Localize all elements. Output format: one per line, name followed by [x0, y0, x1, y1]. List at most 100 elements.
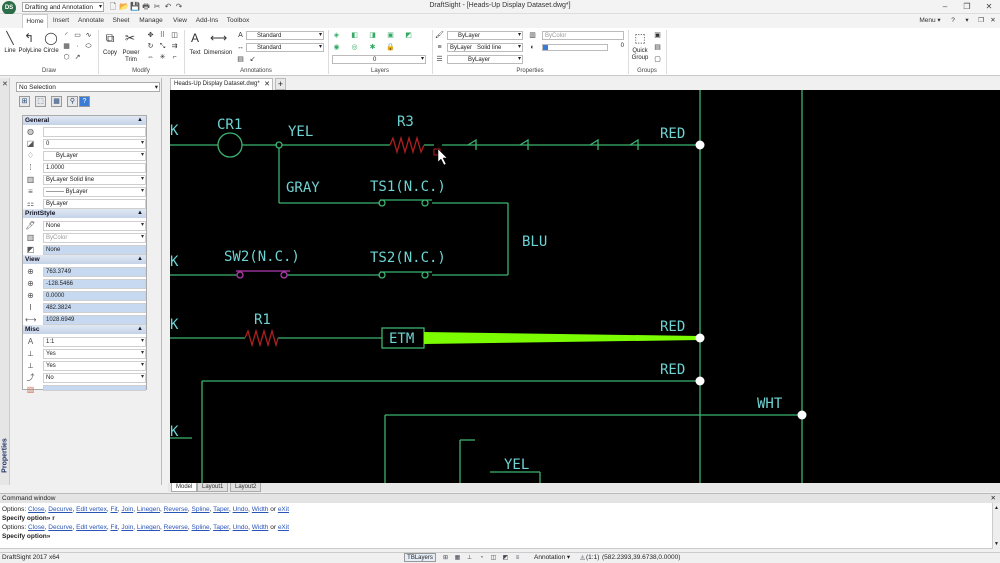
lineweight-display-icon[interactable]: ≡: [515, 555, 520, 561]
layer-lock-icon[interactable]: 🔒: [386, 44, 395, 51]
text-style-select[interactable]: Standard▾: [246, 31, 324, 40]
prop-ucs-icon-origin[interactable]: Yes▾: [43, 361, 146, 371]
color-select[interactable]: ByLayer▾: [447, 31, 523, 40]
toggle-pickadd-icon[interactable]: ⊞: [19, 96, 30, 107]
lineweight-select[interactable]: ByLayer▾: [447, 55, 523, 64]
arc-icon[interactable]: ◜: [65, 32, 68, 39]
ray-icon[interactable]: ↗: [74, 54, 81, 61]
section-printstyle[interactable]: PrintStyle▲: [23, 209, 146, 218]
prop-linestyle[interactable]: ByLayer▾: [43, 151, 146, 161]
ungroup-icon[interactable]: ▢: [654, 56, 661, 63]
cut-icon[interactable]: ✂: [153, 2, 161, 11]
tab-annotate[interactable]: Annotate: [77, 17, 105, 24]
relay-coil-cr1[interactable]: [217, 132, 243, 158]
resistor-r1[interactable]: [244, 328, 279, 348]
option-link[interactable]: Taper: [213, 524, 229, 531]
filter-icon[interactable]: ⚲: [67, 96, 78, 107]
option-link[interactable]: Spline: [191, 506, 210, 513]
section-general[interactable]: General▲: [23, 116, 146, 125]
prop-transparency[interactable]: ByLayer: [43, 199, 146, 209]
prop-color[interactable]: [43, 127, 146, 137]
option-link[interactable]: Decurve: [48, 524, 73, 531]
prop-center-x[interactable]: 763.3749: [43, 267, 146, 277]
array-icon[interactable]: ⠿: [159, 32, 166, 39]
prop-printstyle-attached[interactable]: None: [43, 245, 146, 255]
annotation-scale-select[interactable]: Annotation ▾: [534, 553, 578, 562]
section-misc[interactable]: Misc▲: [23, 325, 146, 334]
power-trim-icon[interactable]: ✂: [124, 31, 136, 45]
selection-select[interactable]: No Selection▾: [16, 82, 160, 92]
option-link[interactable]: Fit: [110, 506, 118, 513]
transparency-slider[interactable]: [542, 44, 608, 51]
highlighted-wire[interactable]: [424, 332, 700, 344]
chevron-down-icon[interactable]: ▼: [994, 541, 999, 547]
snap-icon[interactable]: ⊞: [442, 555, 449, 561]
section-view[interactable]: View▲: [23, 255, 146, 264]
prop-printstyle-name[interactable]: None▾: [43, 221, 146, 231]
close-icon[interactable]: ✕: [264, 81, 270, 88]
annotation-visibility-icon[interactable]: ◬: [580, 555, 585, 561]
fillet-icon[interactable]: ⌐: [172, 54, 177, 61]
tab-manage[interactable]: Manage: [139, 17, 163, 24]
layer-freeze-icon[interactable]: ✱: [369, 44, 376, 51]
restore-doc-icon[interactable]: ❐: [978, 17, 984, 24]
close-icon[interactable]: ✕: [990, 495, 996, 502]
table-icon[interactable]: ▤: [237, 56, 244, 63]
option-link[interactable]: Undo: [232, 506, 249, 513]
prop-ucs-per-viewport[interactable]: No▾: [43, 373, 146, 383]
scale-icon[interactable]: ⤡: [159, 43, 166, 50]
resistor-r3[interactable]: [389, 135, 425, 155]
leader-icon[interactable]: ↙: [249, 56, 256, 63]
prop-width[interactable]: 1028.6949: [43, 315, 146, 325]
polar-icon[interactable]: ◔: [479, 555, 484, 561]
tab-model[interactable]: Model: [171, 483, 198, 492]
offset-icon[interactable]: ⇉: [171, 43, 178, 50]
option-link[interactable]: eXit: [277, 506, 290, 513]
switch-sw2[interactable]: [236, 270, 290, 279]
tab-home[interactable]: Home: [22, 14, 48, 28]
node[interactable]: [695, 376, 705, 386]
mirror-icon[interactable]: ◫: [171, 32, 178, 39]
match-properties-icon[interactable]: 🖌: [435, 32, 444, 39]
ellipse-icon[interactable]: ⬭: [85, 43, 92, 50]
tblayers-button[interactable]: TBLayers: [404, 553, 436, 562]
command-input-line[interactable]: Specify option»: [2, 533, 50, 541]
option-link[interactable]: eXit: [277, 524, 290, 531]
layer-previous-icon[interactable]: ◧: [351, 32, 358, 39]
open-icon[interactable]: 📂: [119, 2, 129, 11]
prop-ucs-icon-on[interactable]: Yes▾: [43, 349, 146, 359]
line-icon[interactable]: ╲: [6, 31, 14, 45]
stretch-icon[interactable]: ⇔: [147, 54, 154, 61]
option-link[interactable]: Join: [121, 506, 134, 513]
rectangle-icon[interactable]: ▭: [74, 32, 81, 39]
node[interactable]: [695, 140, 705, 150]
tab-insert[interactable]: Insert: [52, 17, 70, 24]
menu-button[interactable]: Menu ▾: [919, 17, 941, 24]
option-link[interactable]: Undo: [232, 524, 249, 531]
help-icon[interactable]: ?: [951, 17, 955, 24]
app-logo[interactable]: DS: [2, 1, 16, 15]
restore-icon[interactable]: ❐: [963, 2, 971, 11]
new-icon[interactable]: 🗋: [109, 2, 117, 11]
tab-view[interactable]: View: [173, 17, 187, 24]
option-link[interactable]: Edit vertex: [76, 506, 107, 513]
prop-printstyle-table[interactable]: ByColor▾: [43, 233, 146, 243]
option-link[interactable]: Close: [28, 524, 45, 531]
layer-manager-icon[interactable]: ◈: [333, 32, 340, 39]
help-dropdown-icon[interactable]: ▾: [965, 17, 969, 24]
option-link[interactable]: Reverse: [163, 524, 188, 531]
prop-linestyle-scale[interactable]: 1.0000: [43, 163, 146, 173]
prop-height[interactable]: 482.3824: [43, 303, 146, 313]
close-icon[interactable]: ✕: [2, 81, 8, 88]
help-icon[interactable]: ?: [79, 96, 90, 107]
node[interactable]: [695, 333, 705, 343]
tab-sheet[interactable]: Sheet: [112, 17, 130, 24]
redo-icon[interactable]: ↷: [175, 2, 183, 11]
prop-lineweight[interactable]: ——— ByLayer▾: [43, 187, 146, 197]
spline-icon[interactable]: ∿: [85, 32, 92, 39]
new-tab-button[interactable]: +: [275, 78, 286, 90]
text-icon[interactable]: A: [190, 31, 199, 45]
option-link[interactable]: Linegen: [136, 506, 161, 513]
point-icon[interactable]: ·: [76, 43, 79, 50]
option-link[interactable]: Spline: [191, 524, 210, 531]
